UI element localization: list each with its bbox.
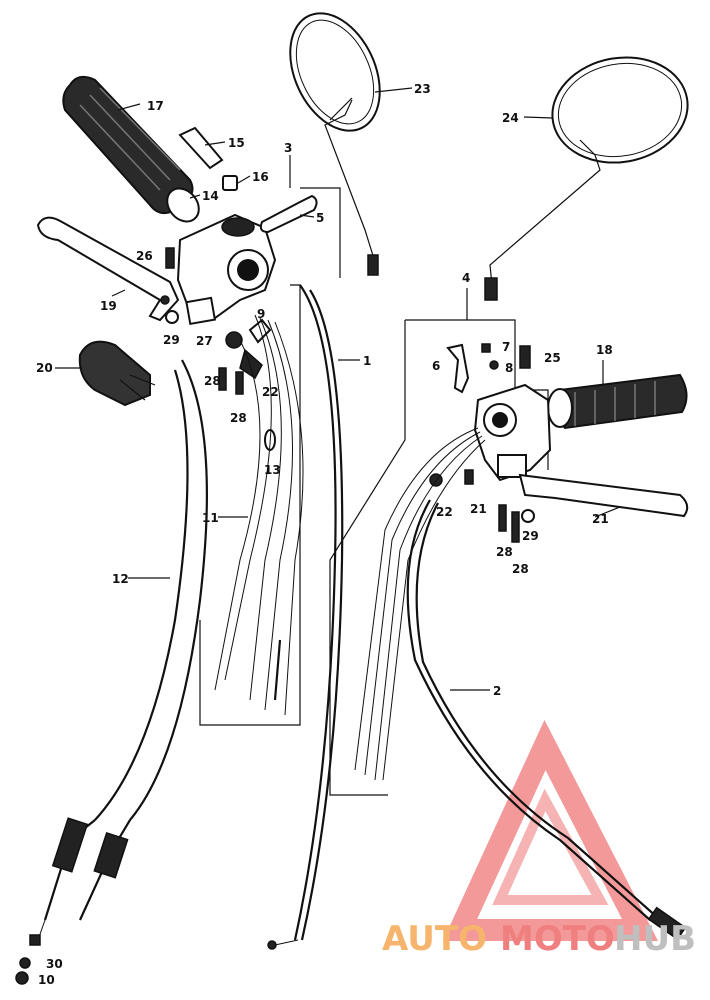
label-5: 5 [316, 211, 324, 225]
washer-29-left [165, 310, 179, 324]
label-9: 9 [257, 307, 265, 321]
part-7 [481, 343, 491, 353]
label-10: 10 [38, 973, 55, 987]
label-4: 4 [462, 271, 470, 285]
left-switch-housing [176, 213, 277, 326]
label-27: 27 [196, 334, 213, 348]
label-14: 14 [202, 189, 219, 203]
label-8: 8 [505, 361, 513, 375]
leader-16 [237, 175, 251, 184]
label-26: 26 [136, 249, 153, 263]
leader-19 [111, 289, 126, 297]
screw-27 [225, 331, 243, 349]
leader-21-right [594, 506, 621, 518]
label-28-right-b: 28 [512, 562, 529, 576]
label-15: 15 [228, 136, 245, 150]
washer-29-right [521, 509, 535, 523]
part-6 [446, 343, 470, 394]
label-13: 13 [264, 463, 281, 477]
label-21-left: 21 [470, 502, 487, 516]
leader-24 [523, 116, 554, 119]
leader-5 [299, 214, 315, 218]
part-5 [259, 194, 318, 234]
leader-14 [189, 194, 201, 199]
wiring-11-left [214, 314, 304, 716]
grip-right [547, 373, 688, 430]
label-17: 17 [147, 99, 164, 113]
label-28-left-a: 28 [204, 374, 221, 388]
part-22-left [239, 348, 263, 380]
label-29-left: 29 [163, 333, 180, 347]
label-25: 25 [544, 351, 561, 365]
part-15 [178, 126, 224, 170]
watermark-text: AUTO MOTO HUB [382, 919, 696, 959]
group-bracket-right-wiring [329, 320, 406, 796]
label-7: 7 [502, 340, 510, 354]
label-24: 24 [502, 111, 519, 125]
screw-28-left-b [235, 371, 244, 395]
screw-28-right-b [511, 511, 520, 543]
label-11: 11 [202, 511, 219, 525]
grip-left [62, 75, 200, 223]
screw-28-left-a [218, 367, 227, 391]
part-9 [248, 318, 272, 344]
cable-1-throttle [267, 284, 344, 950]
mirror-left [289, 12, 381, 276]
group-bracket-3 [300, 187, 341, 278]
cable-2-brake [406, 499, 687, 941]
label-28-right-a: 28 [496, 545, 513, 559]
watermark-text-moto: MOTO [500, 919, 615, 959]
label-18: 18 [596, 343, 613, 357]
label-1: 1 [363, 354, 371, 368]
right-switch-housing [473, 383, 552, 482]
label-6: 6 [432, 359, 440, 373]
switch-20 [78, 340, 156, 407]
screw-26 [165, 247, 175, 269]
mirror-right [484, 56, 689, 301]
screw-25 [519, 345, 531, 369]
label-30: 30 [46, 957, 63, 971]
label-3: 3 [284, 141, 292, 155]
label-22-left: 22 [262, 385, 279, 399]
watermark-text-auto: AUTO [382, 919, 487, 959]
group-bracket-left-wiring [199, 284, 301, 726]
part-27-right [464, 469, 474, 485]
label-29-right: 29 [522, 529, 539, 543]
leader-15 [204, 141, 226, 146]
part-16 [222, 175, 238, 191]
label-20: 20 [36, 361, 53, 375]
part-8 [489, 360, 499, 370]
label-23: 23 [414, 82, 431, 96]
label-28-left-b: 28 [230, 411, 247, 425]
label-16: 16 [252, 170, 269, 184]
label-21-right: 21 [592, 512, 609, 526]
brake-lever [518, 473, 689, 518]
label-19: 19 [100, 299, 117, 313]
clutch-lever [36, 216, 180, 322]
leader-17 [117, 103, 141, 111]
screw-28-right-a [498, 504, 507, 532]
leader-23 [374, 87, 413, 93]
watermark-text-hub: HUB [614, 919, 696, 959]
cable-12-clutch [15, 359, 208, 985]
watermark-logo [442, 719, 659, 941]
label-22-right: 22 [436, 505, 453, 519]
label-2: 2 [493, 684, 501, 698]
label-12: 12 [112, 572, 129, 586]
